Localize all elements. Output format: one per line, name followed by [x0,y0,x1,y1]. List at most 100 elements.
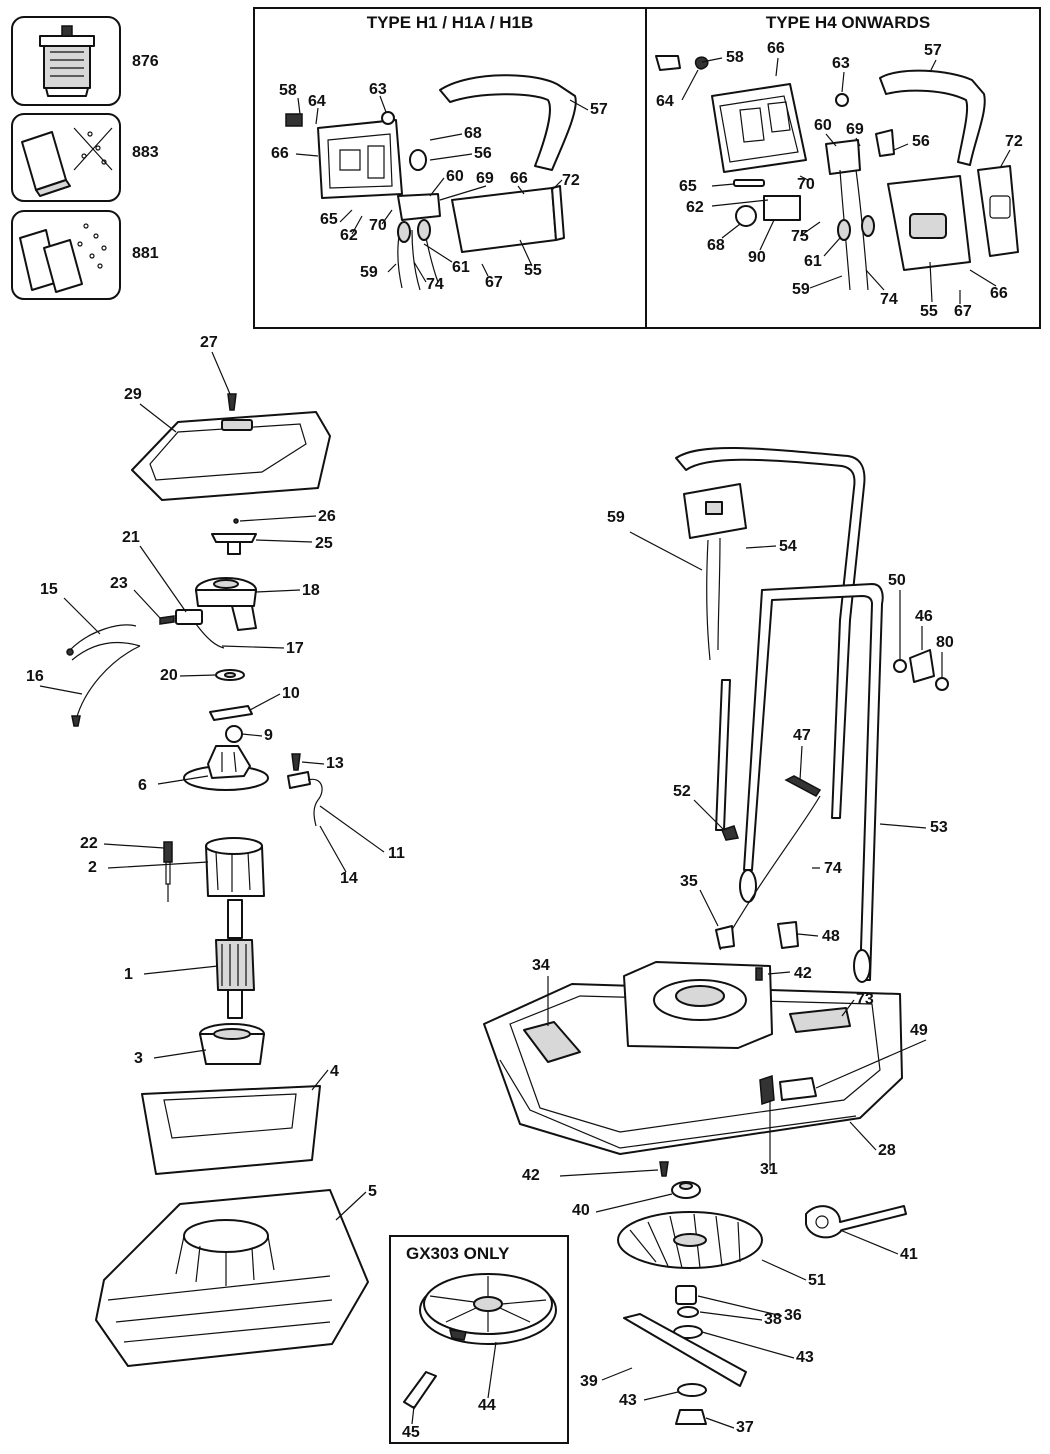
part-number-label: 26 [318,508,336,525]
part-number-label: 63 [832,55,850,72]
part-number-label: 58 [279,82,297,99]
part-number-label: 35 [680,873,698,890]
part-number-label: 54 [779,538,797,555]
part-number-label: 10 [282,685,300,702]
part-number-label: 69 [476,170,494,187]
part-number-label: 62 [686,199,704,216]
h4-switch-assembly [655,55,1019,291]
motor-stack-labels: 27 29 26 25 2 1 23 18 15 17 16 20 10 9 13… [26,334,405,1200]
part-number-label: 40 [572,1202,590,1219]
part-number-label: 67 [485,274,503,291]
part-number-label: 3 [134,1050,143,1067]
part-number-label: 37 [736,1419,754,1436]
part-number-label: 50 [888,572,906,589]
part-number-label: 1 [124,966,133,983]
part-number-label: 74 [824,860,842,877]
part-number-label: 60 [814,117,832,134]
type-h1-title: TYPE H1 / H1A / H1B [367,13,534,32]
part-number-label: 27 [200,334,218,351]
part-number-label: 59 [360,264,378,281]
part-number-label: 47 [793,727,811,744]
part-number-label: 29 [124,386,142,403]
part-number-label: 68 [707,237,725,254]
part-number-label: 48 [822,928,840,945]
part-number-label: 4 [330,1063,339,1080]
part-number-label: 31 [760,1161,778,1178]
h4-labels: 58 66 63 57 64 60 69 56 72 65 70 62 68 9… [656,40,1023,320]
part-number-label: 5 [368,1183,377,1200]
part-number-label: 2 [88,859,97,876]
part-number-label: 53 [930,819,948,836]
part-number-label: 28 [878,1142,896,1159]
part-number-label: 66 [510,170,528,187]
part-number-label: 43 [796,1349,814,1366]
motor-stack [66,393,369,1367]
part-number-label: 45 [402,1424,420,1441]
part-number-label: 72 [562,172,580,189]
part-number-label: 90 [748,249,766,266]
part-number-label: 43 [619,1392,637,1409]
accessory-881 [11,210,121,300]
part-number-label: 58 [726,49,744,66]
part-number-label: 66 [767,40,785,57]
part-number-label: 56 [474,145,492,162]
part-number-label: 70 [369,217,387,234]
handle-deck-assembly [483,446,949,1425]
label-881: 881 [132,245,159,262]
part-number-label: 72 [1005,133,1023,150]
part-number-label: 14 [340,870,358,887]
part-number-label: 56 [912,133,930,150]
part-number-label: 42 [794,965,812,982]
part-number-label: 70 [797,176,815,193]
part-number-label: 17 [286,640,304,657]
label-876: 876 [132,53,159,70]
part-number-label: 68 [464,125,482,142]
part-number-label: 65 [320,211,338,228]
part-number-label: 25 [315,535,333,552]
part-number-label: 73 [856,991,874,1008]
part-number-label: 6 [138,777,147,794]
type-h4-title: TYPE H4 ONWARDS [766,13,930,32]
gx303-title: GX303 ONLY [406,1244,510,1263]
part-number-label: 15 [40,581,58,598]
part-number-label: 23 [110,575,128,592]
part-number-label: 57 [590,101,608,118]
part-number-label: 64 [656,93,674,110]
part-number-label: 61 [452,259,470,276]
h1-switch-assembly [285,74,577,291]
part-number-label: 63 [369,81,387,98]
part-number-label: 44 [478,1397,496,1414]
part-number-label: 51 [808,1272,826,1289]
part-number-label: 46 [915,608,933,625]
part-number-label: 55 [920,303,938,320]
label-883: 883 [132,144,159,161]
part-number-label: 49 [910,1022,928,1039]
accessory-883 [11,113,121,202]
part-number-label: 39 [580,1373,598,1390]
part-number-label: 59 [607,509,625,526]
part-number-label: 18 [302,582,320,599]
part-number-label: 65 [679,178,697,195]
part-number-label: 66 [271,145,289,162]
part-number-label: 55 [524,262,542,279]
part-number-label: 36 [784,1307,802,1324]
part-number-label: 16 [26,668,44,685]
part-number-label: 62 [340,227,358,244]
gx303-disc [403,1273,557,1409]
part-number-label: 42 [522,1167,540,1184]
part-number-label: 66 [990,285,1008,302]
part-number-label: 59 [792,281,810,298]
part-number-label: 57 [924,42,942,59]
part-number-label: 20 [160,667,178,684]
gx303-frame [389,1235,569,1444]
part-number-label: 69 [846,121,864,138]
part-number-label: 34 [532,957,550,974]
h1-labels: 58 64 63 57 66 68 56 60 69 66 72 65 62 7… [271,81,608,293]
part-number-label: 22 [80,835,98,852]
part-number-label: 67 [954,303,972,320]
part-number-label: 13 [326,755,344,772]
part-number-label: 9 [264,727,273,744]
part-number-label: 60 [446,168,464,185]
part-number-label: 61 [804,253,822,270]
